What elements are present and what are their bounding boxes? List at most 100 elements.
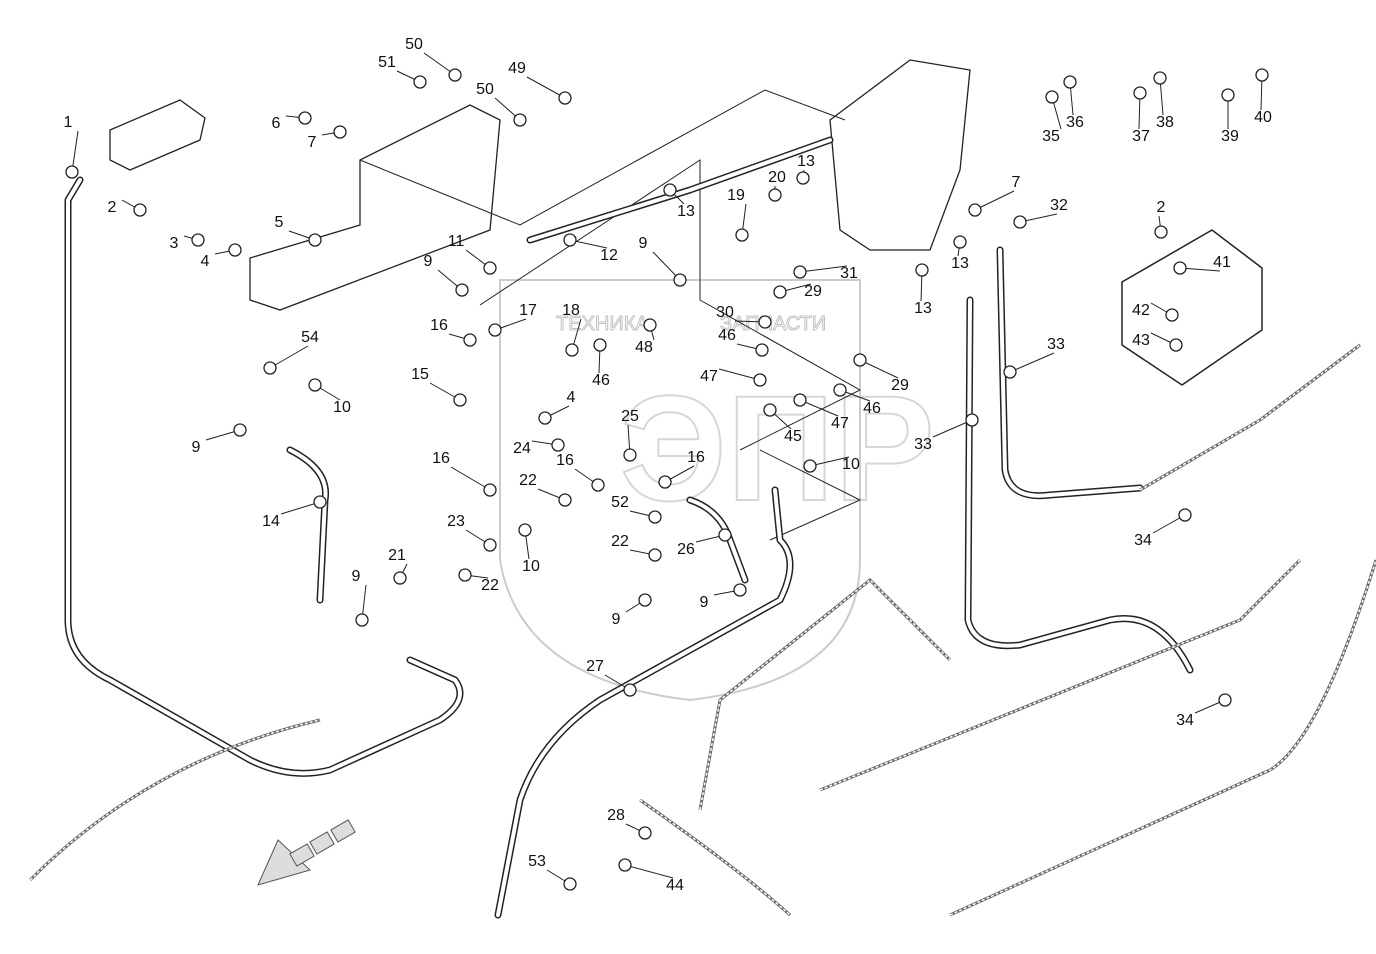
callout-39: 39	[1221, 88, 1239, 145]
callout-7: 7	[968, 174, 1021, 217]
callout-1: 1	[64, 114, 79, 179]
callout-2: 2	[1154, 199, 1168, 239]
callout-53: 53	[528, 853, 577, 891]
distributor-block	[109, 99, 206, 171]
part-number-label: 12	[600, 247, 618, 264]
fitting-part	[1133, 86, 1147, 100]
fitting-part	[413, 75, 427, 89]
callout-21: 21	[388, 547, 408, 585]
fitting-part	[1178, 508, 1192, 522]
part-number-label: 16	[432, 450, 450, 467]
part-number-label: 50	[476, 81, 494, 98]
callout-29: 29	[853, 353, 909, 394]
hose-33a	[996, 246, 1144, 500]
leader-line	[974, 190, 1015, 211]
callout-18: 18	[562, 302, 582, 357]
callout-38: 38	[1153, 71, 1174, 131]
fitting-part	[1218, 693, 1232, 707]
watermark-left-text: ТЕХНИКА	[556, 313, 649, 335]
leader-line	[1179, 267, 1221, 272]
fitting-part	[953, 235, 967, 249]
part-number-label: 40	[1254, 109, 1272, 126]
fitting-part	[648, 548, 662, 562]
fitting-part	[455, 283, 469, 297]
fitting-part	[1013, 215, 1027, 229]
leader-line	[799, 399, 839, 417]
fitting-part	[1255, 68, 1269, 82]
callout-4: 4	[201, 243, 242, 270]
fitting-part	[773, 285, 787, 299]
hose-26	[686, 496, 749, 584]
fitting-part	[563, 233, 577, 247]
part-number-label: 37	[1132, 128, 1150, 145]
part-number-label: 11	[448, 233, 465, 250]
callout-46: 46	[718, 327, 769, 357]
fitting-part	[518, 523, 532, 537]
part-number-label: 51	[378, 54, 396, 71]
callout-9: 9	[612, 593, 652, 628]
leader-line	[859, 359, 899, 379]
callout-17: 17	[488, 302, 537, 337]
fitting-part	[755, 343, 769, 357]
fitting-part	[483, 538, 497, 552]
fitting-part	[833, 383, 847, 397]
part-number-label: 52	[611, 494, 629, 511]
part-number-label: 38	[1156, 114, 1174, 131]
callout-30: 30	[716, 304, 772, 329]
callout-52: 52	[611, 494, 662, 524]
leader-line	[809, 456, 850, 467]
part-number-label: 48	[635, 339, 653, 356]
part-number-label: 15	[411, 366, 429, 383]
part-number-label: 7	[308, 134, 317, 151]
fitting-part	[853, 353, 867, 367]
part-number-label: 9	[700, 594, 709, 611]
part-number-label: 42	[1132, 302, 1150, 319]
callout-37: 37	[1132, 86, 1150, 145]
callout-10: 10	[518, 523, 540, 575]
part-number-label: 4	[201, 253, 210, 270]
callout-47: 47	[700, 368, 767, 387]
part-number-label: 6	[272, 115, 281, 132]
leader-line	[450, 466, 491, 491]
fitting-part	[228, 243, 242, 257]
part-number-label: 4	[567, 389, 576, 406]
hose-1	[64, 176, 464, 777]
part-number-label: 1	[64, 114, 73, 131]
part-number-label: 30	[716, 304, 734, 321]
fitting-part	[673, 273, 687, 287]
callout-49: 49	[508, 60, 572, 105]
fitting-part	[551, 438, 565, 452]
callout-6: 6	[272, 111, 312, 132]
leader-line	[718, 368, 761, 381]
part-number-label: 13	[677, 203, 695, 220]
leader-line	[71, 130, 79, 173]
fitting-part	[623, 683, 637, 697]
fitting-part	[1221, 88, 1235, 102]
fitting-part	[538, 411, 552, 425]
fitting-part	[658, 475, 672, 489]
fitting-part	[793, 393, 807, 407]
fitting-part	[758, 315, 772, 329]
part-number-label: 47	[831, 415, 849, 432]
part-number-label: 29	[891, 377, 909, 394]
line-art	[28, 59, 1376, 919]
part-number-label: 35	[1042, 128, 1060, 145]
hose-33b	[964, 296, 1194, 674]
callout-43: 43	[1132, 332, 1183, 352]
part-number-label: 24	[513, 440, 531, 457]
callout-25: 25	[621, 408, 639, 462]
callout-50: 50	[405, 36, 462, 82]
part-number-label: 16	[687, 449, 705, 466]
fitting-part	[591, 478, 605, 492]
fitting-part	[355, 613, 369, 627]
callout-48: 48	[635, 318, 657, 356]
fitting-part	[333, 125, 347, 139]
part-number-label: 33	[1047, 336, 1065, 353]
part-number-label: 9	[192, 439, 201, 456]
callout-13: 13	[914, 263, 932, 317]
fitting-part	[308, 233, 322, 247]
callout-34: 34	[1134, 508, 1192, 549]
fitting-part	[65, 165, 79, 179]
fitting-part	[233, 423, 247, 437]
